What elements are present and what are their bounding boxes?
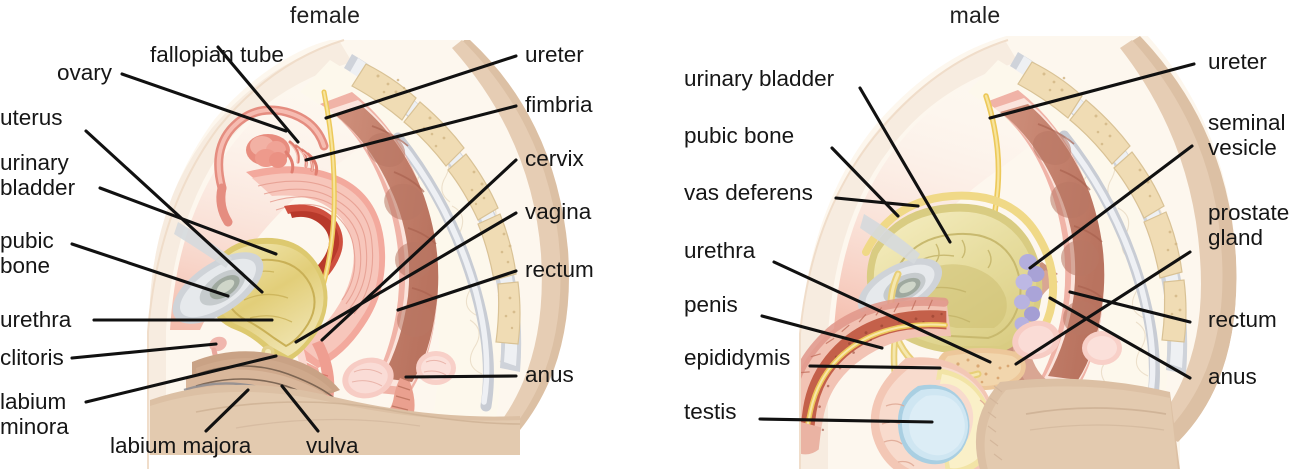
label-fimbria: fimbria <box>525 92 593 117</box>
label-vulva: vulva <box>306 433 359 458</box>
panel-title-male: male <box>949 2 1001 28</box>
label-anus-male: anus <box>1208 364 1257 389</box>
label-uterus: uterus <box>0 105 63 130</box>
panel-female: female <box>0 2 594 469</box>
label-urethra-male: urethra <box>684 238 756 263</box>
label-labium-minora: labium minora <box>0 389 69 439</box>
label-prostate-gland: prostate gland <box>1208 200 1290 250</box>
label-anus: anus <box>525 362 574 387</box>
label-ureter-male: ureter <box>1208 49 1267 74</box>
label-fallopian-tube: fallopian tube <box>150 42 284 67</box>
label-rectum-male: rectum <box>1208 307 1277 332</box>
label-ovary: ovary <box>56 60 112 85</box>
label-urinary-bladder-male: urinary bladder <box>684 66 835 91</box>
label-vagina: vagina <box>525 199 592 224</box>
label-labium-majora: labium majora <box>110 433 252 458</box>
label-ureter: ureter <box>525 42 584 67</box>
label-rectum: rectum <box>525 257 594 282</box>
label-seminal-vesicle: seminal vesicle <box>1208 110 1286 160</box>
label-pubic-bone-male: pubic bone <box>684 123 795 148</box>
label-vas-deferens: vas deferens <box>684 180 813 205</box>
label-urinary-bladder: urinary bladder <box>0 150 76 200</box>
label-pubic-bone: pubic bone <box>0 228 54 278</box>
label-epididymis: epididymis <box>684 345 791 370</box>
label-cervix: cervix <box>525 146 584 171</box>
label-clitoris: clitoris <box>0 345 64 370</box>
label-urethra: urethra <box>0 307 72 332</box>
panel-male: male <box>650 0 1300 469</box>
panel-title-female: female <box>289 2 361 28</box>
label-testis: testis <box>684 399 737 424</box>
label-penis: penis <box>684 292 738 317</box>
